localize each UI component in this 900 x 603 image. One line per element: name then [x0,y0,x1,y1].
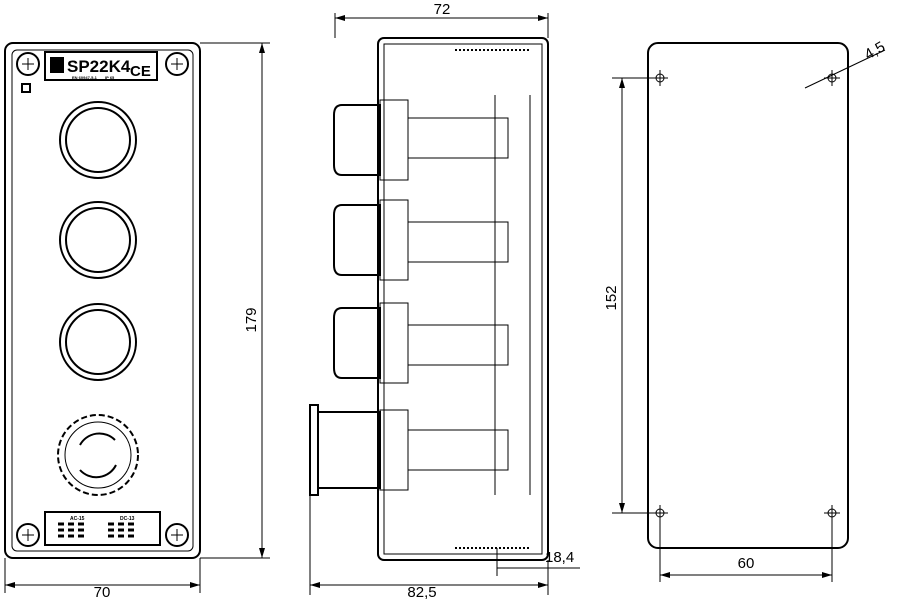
side-button [333,99,509,181]
dim-front-height: 179 [243,307,260,332]
mount-hole-icon [824,505,840,521]
rotate-arrow-icon [79,432,116,446]
standard-label: EN 60947-5-1 [72,75,98,80]
mounting-back [647,42,849,549]
dim-mount-width: 60 [738,555,755,572]
mount-hole-icon [652,505,668,521]
enclosure-lid [11,49,194,552]
indicator-square [21,83,31,93]
push-button [59,201,137,279]
dim-mount-height: 152 [603,285,620,310]
screw-icon [165,523,189,547]
screw-icon [16,52,40,76]
push-button [59,101,137,179]
push-button [59,303,137,381]
protection-label: IP 65 [105,75,115,80]
side-button [333,302,509,384]
ce-mark: CE [130,63,151,80]
rotate-arrow-icon [79,464,117,479]
enclosure-side [377,37,549,561]
label-plate: SP22K4 CE EN 60947-5-1 IP 65 [44,51,158,81]
rating-plate: AC-15 DC-13 [44,511,161,546]
model-label: SP22K4 [67,57,131,76]
ac-rating-header: AC-15 [70,516,85,522]
screw-icon [16,523,40,547]
emergency-stop-button [57,414,139,496]
manufacturer-logo [50,57,64,73]
dim-side-depth: 82,5 [407,584,436,601]
mount-hole-icon [652,70,668,86]
side-view: 72 82,5 18,4 [309,1,580,601]
enclosure-front [4,42,201,559]
side-emergency-stop [309,404,509,496]
dim-side-top-width: 72 [434,1,451,18]
screw-icon [165,52,189,76]
dim-front-width: 70 [94,584,111,601]
front-view: SP22K4 CE EN 60947-5-1 IP 65 AC-15 DC-13… [4,42,270,601]
dim-side-offset: 18,4 [545,549,574,566]
dc-rating-header: DC-13 [120,516,135,522]
mounting-view: 152 60 4,5 [603,38,888,582]
side-button [333,199,509,281]
